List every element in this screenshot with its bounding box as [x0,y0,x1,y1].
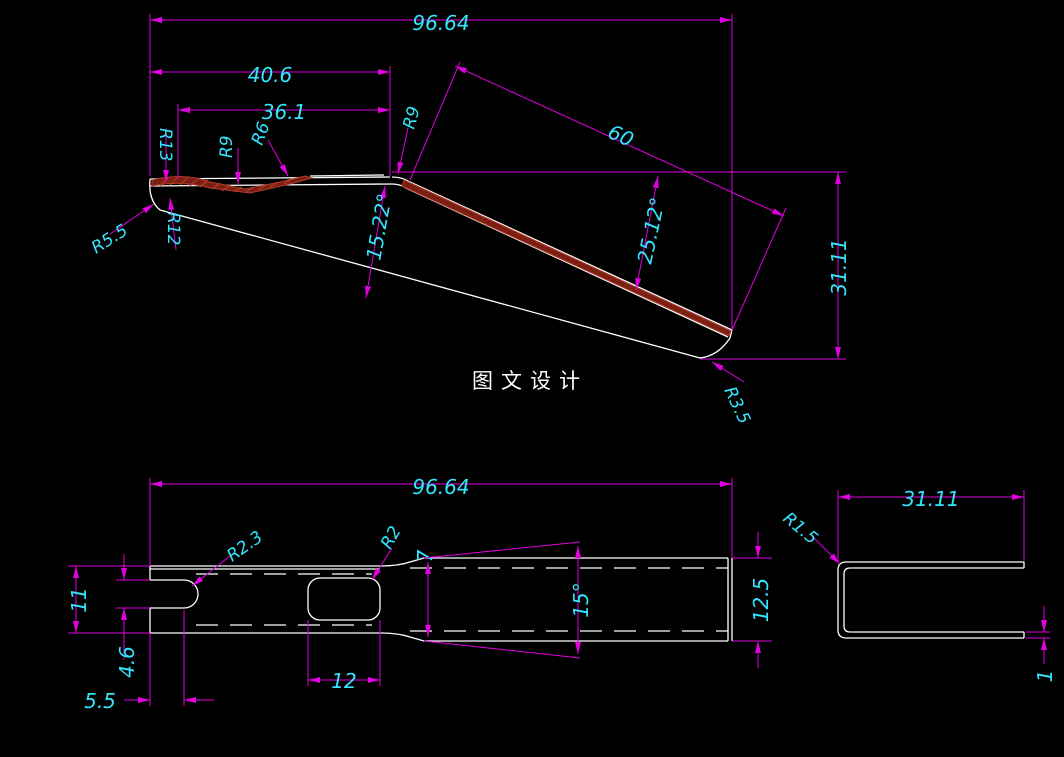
dim-hole-length-label: 12 [331,669,356,693]
dim-angle-upper: 25.12° [632,175,670,291]
dim-height-label: 31.11 [827,238,851,295]
radius-r23-label: R2.3 [223,527,266,566]
end-view: 31.11 R1.5 1 [779,487,1057,682]
dim-neck-width: 7 [413,549,437,637]
dim-length-40-label: 40.6 [248,63,293,87]
radius-r2-label: R2 [377,523,406,553]
radius-r9-a: R9 [217,135,241,184]
dim-slope-length: 60 [409,61,787,331]
dim-height: 31.11 [392,171,851,360]
radius-r2: R2 [371,523,406,581]
radius-r55: R5.5 [88,203,155,259]
end-view-part-outline [837,561,1025,639]
radius-r12: R12 [163,197,183,251]
slope-section-strip [401,179,732,337]
side-view: 96.64 40.6 36.1 60 31.11 [88,11,851,427]
dim-overall-length-top: 96.64 [149,475,733,566]
dim-end-width-label: 12.5 [749,578,773,623]
dim-overall-length-side: 96.64 [149,11,733,330]
radius-r35: R3.5 [711,361,754,428]
radius-r13-label: R13 [155,128,175,161]
dim-overall-length-side-label: 96.64 [412,11,469,35]
dim-end-length: 31.11 [837,487,1025,562]
radius-r55-label: R5.5 [88,221,132,259]
dim-taper-angle: 15° [423,541,593,659]
dim-hole-length: 12 [307,620,381,693]
radius-r35-label: R3.5 [719,384,754,428]
dim-angle-lower: 15.22° [361,185,397,299]
dim-width-11-label: 11 [67,587,91,612]
radius-r13: R13 [155,128,175,182]
radius-r9-b-label: R9 [400,104,425,131]
dim-taper-angle-label: 15° [569,582,593,617]
radius-r9-b: R9 [397,104,425,175]
side-view-part-outline [149,174,733,359]
dim-length-36-label: 36.1 [262,100,307,124]
dim-slot-width: 4.6 [115,554,150,678]
dim-end-width: 12.5 [732,532,773,668]
radius-r23: R2.3 [191,527,267,587]
dim-thickness-label: 1 [1033,670,1057,683]
top-view-part-outline [149,557,733,642]
radius-r9-a-label: R9 [217,135,237,158]
dim-angle-lower-label: 15.22° [361,192,396,262]
dim-length-36: 36.1 [177,100,390,178]
radius-r15-label: R1.5 [779,509,822,549]
top-view: 96.64 11 4.6 5.5 R2.3 [67,475,773,713]
radius-r15: R1.5 [779,509,841,565]
dim-slot-depth: 5.5 [84,610,214,713]
dim-overall-length-top-label: 96.64 [412,475,469,499]
dim-end-length-label: 31.11 [902,487,959,511]
dim-length-40: 40.6 [150,63,391,176]
radius-r12-label: R12 [163,212,183,245]
dim-angle-upper-label: 25.12° [632,195,669,266]
dim-slot-depth-label: 5.5 [84,689,116,713]
watermark-text: 图文设计 [472,369,588,393]
dim-neck-width-label: 7 [413,549,437,562]
dim-width-11: 11 [67,565,150,634]
dim-thickness: 1 [1026,606,1057,682]
top-view-hole [307,577,381,621]
dim-slot-width-label: 4.6 [115,646,139,678]
radius-r6: R6 [248,119,289,177]
